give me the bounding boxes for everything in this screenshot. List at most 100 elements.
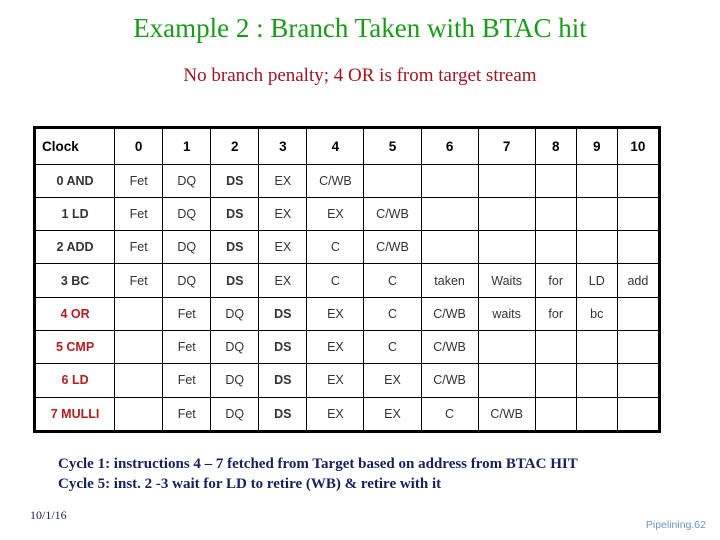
cell-r4-c6: C/WB [420,296,479,332]
cell-r1-c6 [420,196,479,232]
footnote-line-1: Cycle 5: inst. 2 -3 wait for LD to retir… [58,476,442,492]
cell-r3-c3: EX [258,263,308,298]
cell-r7-c3: DS [258,396,308,432]
row-label-4: 4 OR [34,296,116,332]
cell-r2-c9 [575,230,618,265]
cell-r5-c9 [575,329,618,365]
cell-r4-c10 [616,296,660,332]
header-cycle-1: 1 [162,128,212,165]
cell-r3-c2: DS [210,263,260,298]
row-label-2: 2 ADD [34,230,116,265]
cell-r3-c5: C [363,263,422,298]
row-label-6: 6 LD [34,363,116,398]
header-cycle-10: 10 [616,128,660,165]
cell-r0-c4: C/WB [306,163,365,198]
header-clock-label: Clock [34,128,116,165]
row-label-1: 1 LD [34,196,116,232]
slide-title: Example 2 : Branch Taken with BTAC hit [133,13,587,43]
header-cycle-7: 7 [477,128,536,165]
cell-r3-c0: Fet [114,263,164,298]
cell-r7-c2: DQ [210,396,260,432]
cell-r7-c5: EX [363,396,422,432]
cell-r1-c10 [616,196,660,232]
cell-r3-c1: DQ [162,263,212,298]
header-cycle-9: 9 [575,128,618,165]
cell-r1-c1: DQ [162,196,212,232]
cell-r4-c7: waits [477,296,536,332]
cell-r1-c8 [534,196,577,232]
slide-date: 10/1/16 [30,508,67,522]
cell-r7-c1: Fet [162,396,212,432]
cell-r4-c2: DQ [210,296,260,332]
cell-r4-c3: DS [258,296,308,332]
cell-r6-c5: EX [363,363,422,398]
cell-r2-c5: C/WB [363,230,422,265]
row-label-5: 5 CMP [34,329,116,365]
slide-subtitle: No branch penalty; 4 OR is from target s… [183,65,537,86]
header-cycle-2: 2 [210,128,260,165]
cell-r4-c9: bc [575,296,618,332]
cell-r1-c5: C/WB [363,196,422,232]
cell-r0-c3: EX [258,163,308,198]
cell-r6-c10 [616,363,660,398]
cell-r5-c1: Fet [162,329,212,365]
footnote-line-0: Cycle 1: instructions 4 – 7 fetched from… [58,456,578,472]
cell-r0-c5 [363,163,422,198]
cell-r4-c0 [114,296,164,332]
cell-r5-c0 [114,329,164,365]
cell-r0-c1: DQ [162,163,212,198]
cell-r2-c0: Fet [114,230,164,265]
cell-r3-c7: Waits [477,263,536,298]
cell-r6-c6: C/WB [420,363,479,398]
cell-r2-c4: C [306,230,365,265]
cell-r7-c9 [575,396,618,432]
header-cycle-5: 5 [363,128,422,165]
cell-r7-c10 [616,396,660,432]
cell-r7-c0 [114,396,164,432]
cell-r0-c10 [616,163,660,198]
cell-r5-c5: C [363,329,422,365]
cell-r7-c8 [534,396,577,432]
cell-r1-c3: EX [258,196,308,232]
cell-r2-c6 [420,230,479,265]
header-cycle-6: 6 [420,128,479,165]
cell-r5-c10 [616,329,660,365]
cell-r6-c4: EX [306,363,365,398]
cell-r7-c4: EX [306,396,365,432]
cell-r2-c2: DS [210,230,260,265]
header-cycle-0: 0 [114,128,164,165]
cell-r1-c0: Fet [114,196,164,232]
cell-r5-c3: DS [258,329,308,365]
cell-r5-c2: DQ [210,329,260,365]
cell-r3-c10: add [616,263,660,298]
cell-r3-c6: taken [420,263,479,298]
cell-r0-c8 [534,163,577,198]
cell-r6-c3: DS [258,363,308,398]
cell-r0-c7 [477,163,536,198]
cell-r4-c1: Fet [162,296,212,332]
cell-r4-c8: for [534,296,577,332]
row-label-7: 7 MULLI [34,396,116,432]
cell-r7-c7: C/WB [477,396,536,432]
cell-r5-c4: EX [306,329,365,365]
cell-r5-c7 [477,329,536,365]
cell-r6-c1: Fet [162,363,212,398]
cell-r3-c4: C [306,263,365,298]
cell-r6-c9 [575,363,618,398]
cell-r0-c6 [420,163,479,198]
slide-page-tag: Pipelining.62 [645,519,706,531]
row-label-0: 0 AND [34,163,116,198]
cell-r0-c2: DS [210,163,260,198]
cell-r0-c0: Fet [114,163,164,198]
cell-r3-c9: LD [575,263,618,298]
